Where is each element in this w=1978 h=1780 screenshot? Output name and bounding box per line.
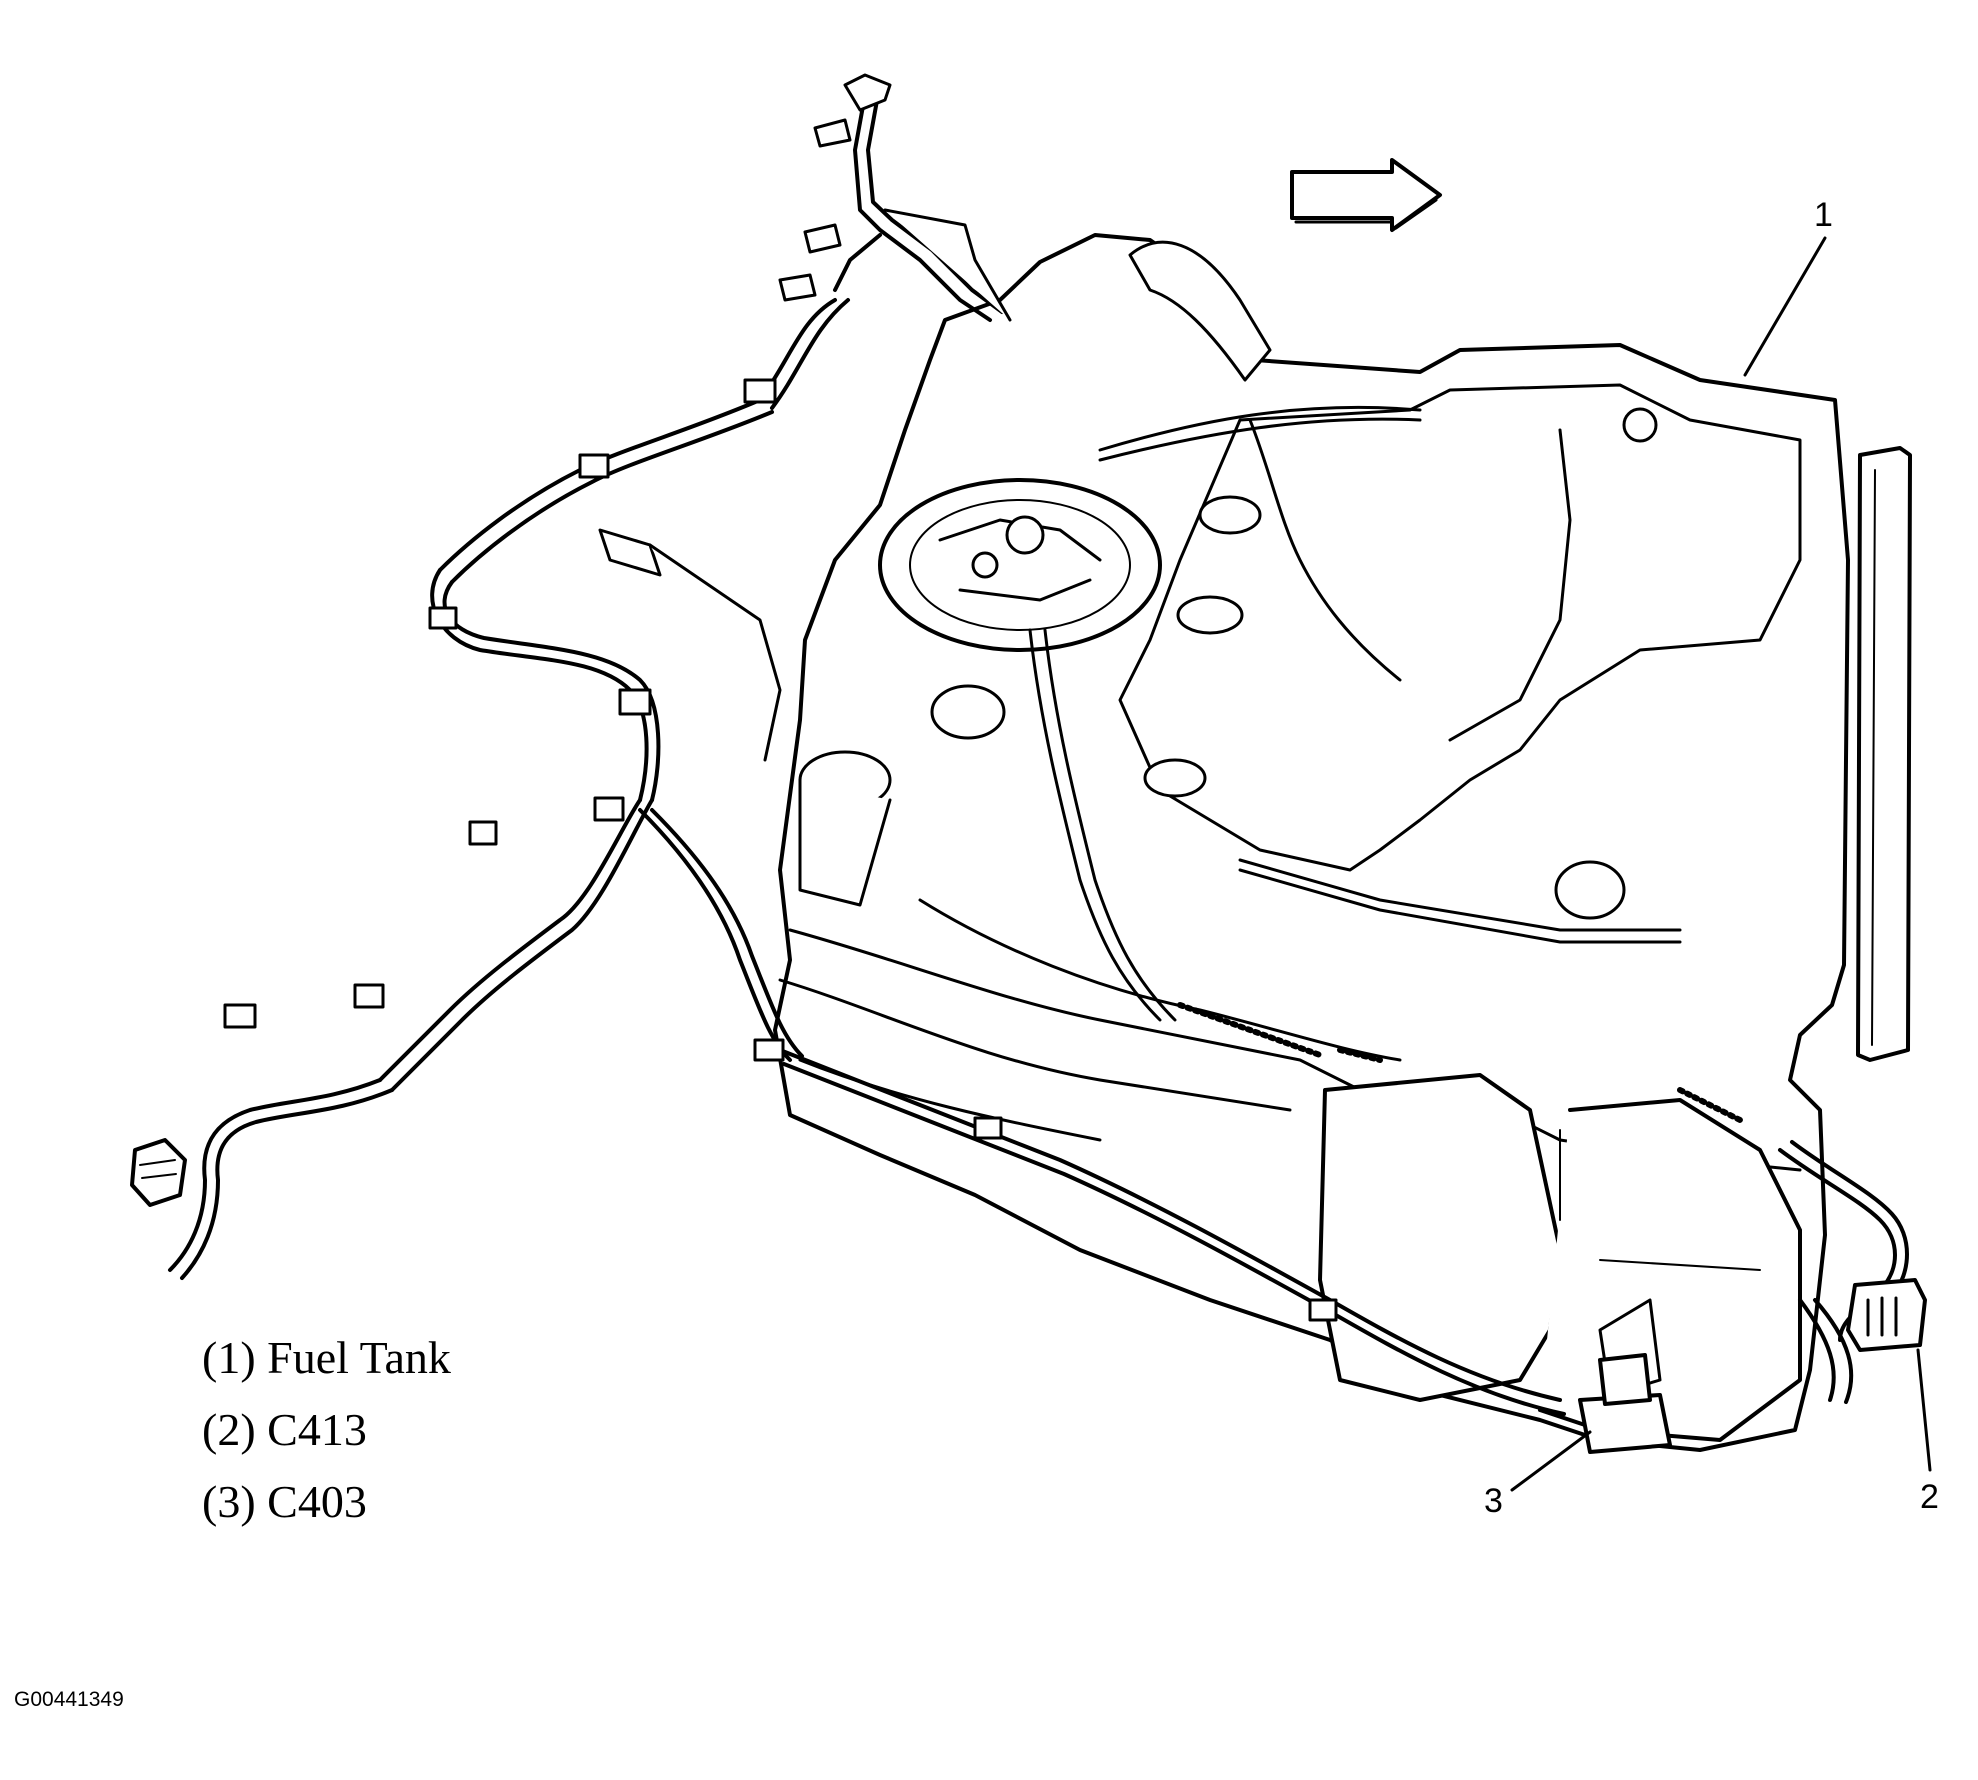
harness-end-connector	[130, 1138, 187, 1207]
direction-arrow-icon	[1290, 158, 1442, 232]
leader-3	[1510, 1430, 1592, 1492]
wiring-harness	[168, 93, 1909, 1416]
legend-item-c413: (2) C413	[202, 1404, 367, 1455]
connector-c403	[1578, 1353, 1672, 1454]
harness-clips	[223, 73, 1338, 1322]
leader-1	[1743, 236, 1827, 377]
callout-number-2: 2	[1920, 1478, 1939, 1516]
legend-item-c403: (3) C403	[202, 1476, 367, 1527]
callout-number-1: 1	[1814, 196, 1833, 234]
fuel-tank	[773, 233, 1912, 1452]
legend: (1) Fuel Tank (2) C413 (3) C403	[202, 1322, 451, 1538]
callout-leaders	[1510, 236, 1932, 1492]
connector-c413	[1846, 1278, 1927, 1352]
callout-number-3: 3	[1484, 1482, 1503, 1520]
legend-item-fuel-tank: (1) Fuel Tank	[202, 1332, 451, 1383]
leader-2	[1916, 1348, 1932, 1472]
figure-id: G00441349	[14, 1688, 124, 1711]
fuel-lines	[918, 405, 1682, 1062]
